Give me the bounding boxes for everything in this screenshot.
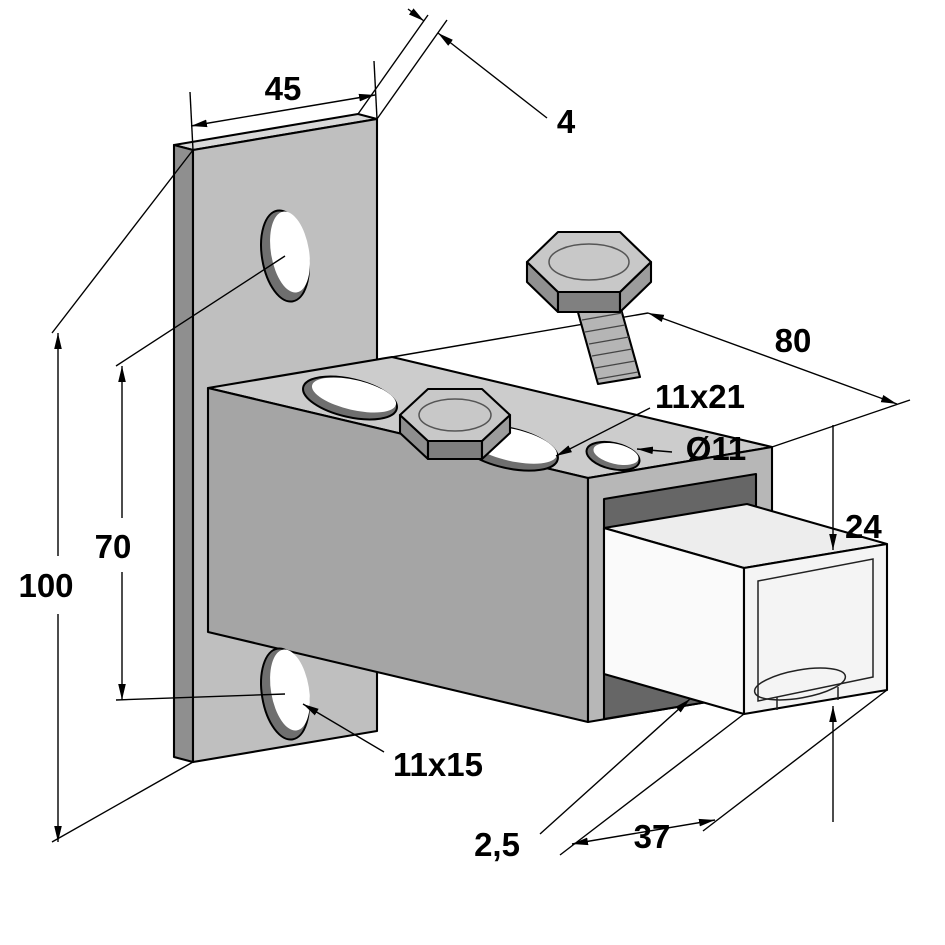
callout-11x15: 11x15	[302, 703, 483, 783]
callout-diameter-11: Ø11	[636, 430, 747, 467]
dimension-4: 4	[357, 8, 576, 140]
installed-bolt-head-top	[398, 387, 512, 443]
dim-arm-hole-label: Ø11	[686, 430, 747, 467]
installed-bolt	[398, 387, 512, 461]
plate-slot-lower-hole	[270, 649, 310, 731]
loose-bolt-threads	[578, 300, 639, 380]
arm-round-hole	[585, 440, 641, 472]
dim-wall-thickness-label: 2,5	[474, 826, 520, 863]
dimension-37: 37	[559, 689, 888, 856]
dim-plate-slot-label: 11x15	[393, 746, 483, 783]
loose-bolt-chamfer	[548, 243, 630, 281]
dim-arm-slot-label: 11x21	[655, 378, 745, 415]
rail-end-cavity	[757, 558, 874, 702]
loose-bolt-head-top	[525, 230, 653, 294]
installed-bolt-chamfer	[418, 398, 492, 432]
arm-slot-rear	[302, 375, 398, 421]
installed-bolt-facet-mid	[426, 439, 484, 461]
dim-hole-spacing-label: 70	[95, 528, 132, 565]
dim-plate-thickness-label: 4	[557, 103, 576, 140]
dim-rail-width-label: 37	[634, 818, 671, 855]
dim-plate-height-label: 100	[18, 567, 73, 604]
dim-plate-width-label: 45	[265, 70, 302, 107]
arm-slot-rear-hole	[311, 377, 397, 413]
dimension-24: 24	[829, 425, 882, 822]
arm-round-hole-hole	[593, 442, 639, 466]
dimension-80: 80	[391, 312, 911, 448]
dimension-2-5: 2,5	[474, 698, 691, 863]
dim-arm-length-label: 80	[775, 322, 812, 359]
callout-11x21: 11x21	[555, 378, 745, 457]
dim-rail-height-label: 24	[845, 508, 882, 545]
rail-bottom-slot	[753, 667, 847, 701]
loose-bolt-facet-mid	[556, 290, 622, 314]
loose-bolt	[525, 230, 653, 386]
dimension-100: 100	[18, 149, 194, 843]
plate-slot-upper-hole	[270, 211, 310, 293]
dimension-70: 70	[95, 255, 286, 701]
plate-side-face	[172, 143, 195, 764]
